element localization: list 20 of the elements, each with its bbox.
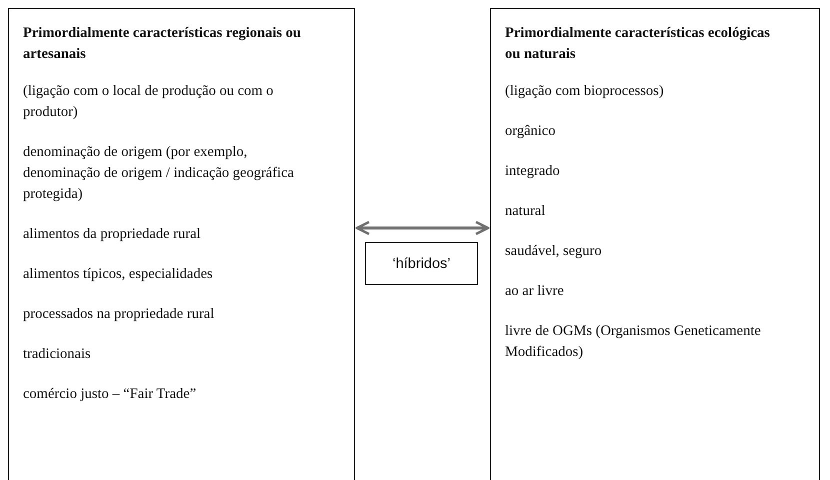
list-item: integrado (505, 162, 561, 181)
list-item: denominação de origem (por exemplo, denominação de origem / indicação geográfica protegida) (23, 143, 295, 204)
list-item: (ligação com bioprocessos) (505, 82, 665, 101)
text-panel (490, 8, 820, 480)
list-item: alimentos da propriedade rural (23, 225, 202, 244)
list-item: saudável, seguro (505, 242, 603, 261)
panel-heading: Primordialmente características regionais ou artesanais (23, 24, 302, 64)
label-box: ‘híbridos’ (365, 242, 478, 285)
text-panel (8, 8, 355, 480)
double-arrow (356, 220, 490, 236)
list-item: ao ar livre (505, 282, 565, 301)
list-item: natural (505, 202, 546, 221)
list-item: (ligação com o local de produção ou com o produtor) (23, 82, 274, 122)
list-item: orgânico (505, 122, 556, 141)
list-item: livre de OGMs (Organismos Geneticamente Modificados) (505, 322, 762, 362)
list-item: tradicionais (23, 345, 92, 364)
list-item: comércio justo – “Fair Trade” (23, 385, 198, 404)
list-item: processados na propriedade rural (23, 305, 216, 324)
list-item: alimentos típicos, especialidades (23, 265, 214, 284)
panel-heading: Primordialmente características ecológicas ou naturais (505, 24, 771, 64)
